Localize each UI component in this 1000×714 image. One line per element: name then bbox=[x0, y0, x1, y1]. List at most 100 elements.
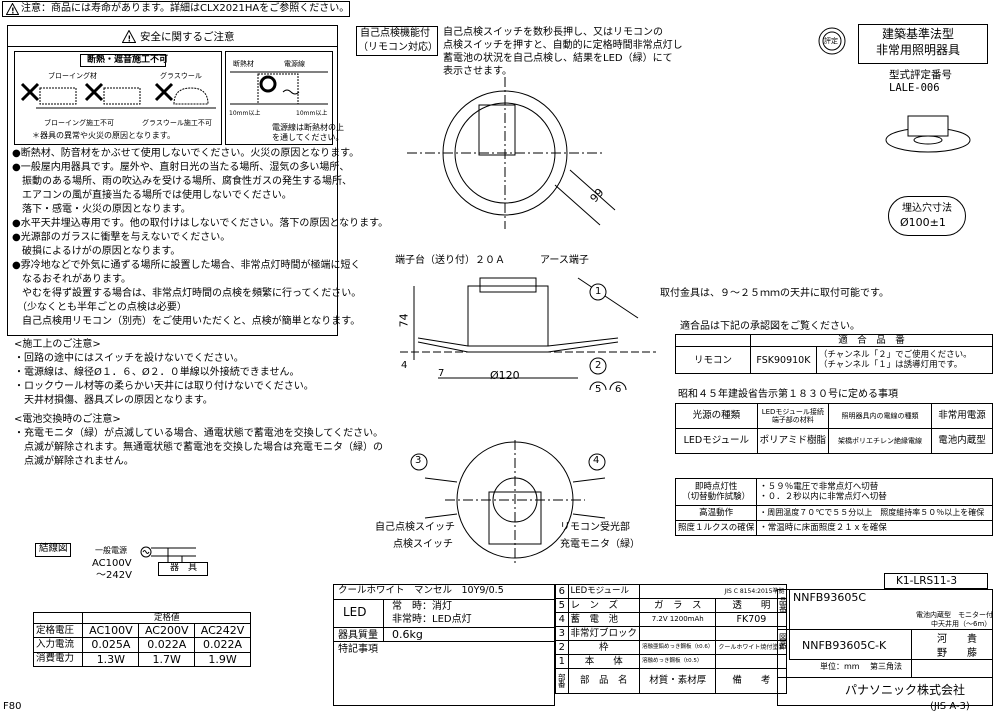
safety-item: 振動のある場所、雨の吹込みを受ける場所、腐食性ガスの発生する場所、 bbox=[12, 176, 352, 187]
self-check-desc-line: 表示させます。 bbox=[443, 66, 512, 77]
performance-value-line: ・０．２秒以内に非常点灯へ切替 bbox=[759, 492, 887, 502]
part-no: 4 bbox=[555, 612, 569, 627]
self-check-label-2: （リモコン対応） bbox=[358, 42, 438, 53]
callout-4: 4 bbox=[593, 455, 600, 466]
spec-block bbox=[333, 584, 555, 706]
ratings-cell: 1.9W bbox=[194, 651, 251, 667]
notice-table-cell: ポリアミド樹脂 bbox=[756, 428, 829, 454]
safety-item: なるおそれがあります。 bbox=[12, 274, 131, 285]
part-material: 溶融めっき鋼板（t0.5） bbox=[639, 654, 717, 669]
safety-item: ●光源部のガラスに衝撃を与えないでください。 bbox=[12, 232, 231, 243]
detail-cable-label: 電源線 bbox=[284, 60, 305, 68]
remote-table-note: （チャンネル「２」でご使用ください。 bbox=[818, 350, 972, 361]
notice-table-title: 昭和４５年建設省告示第１８３０号に定める事項 bbox=[678, 389, 898, 400]
sign-1: 河 貴 bbox=[937, 634, 977, 645]
rating-label: 型式評定番号 bbox=[889, 69, 952, 81]
detail-10mm-a: 10mm以上 bbox=[229, 110, 261, 117]
notice-table-header: 照明器具内の電線の種類 bbox=[827, 403, 933, 429]
performance-value: ・周囲温度７０℃で５５分以上 照度維持率５０％以上を確保 bbox=[756, 505, 993, 521]
cutout-box bbox=[888, 196, 966, 236]
safety-item: 自己点検用リモコン（別売）をご使用いただくと、点検が簡単となります。 bbox=[12, 316, 361, 327]
performance-value: ・５９％電圧で非常点灯へ切替・０．２秒以内に非常点灯へ切替 bbox=[756, 478, 993, 506]
part-name: 蓄 電 池 bbox=[567, 612, 641, 627]
battery-title: <電池交換時のご注意> bbox=[14, 414, 121, 425]
code-box bbox=[884, 573, 988, 589]
remote-table-name: リモコン bbox=[675, 346, 751, 375]
fixture-side-view bbox=[400, 277, 656, 390]
cutout-label: 埋込穴寸法 bbox=[902, 203, 952, 214]
wiring-supply: 一般電源 bbox=[95, 546, 127, 555]
company-name: パナソニック株式会社 bbox=[845, 683, 966, 697]
svg-text:!: ! bbox=[128, 35, 132, 44]
fixture-bottom-view bbox=[410, 440, 606, 566]
part-note: JIS C 8154:2015準拠 bbox=[639, 584, 788, 599]
detail-note-1: 電源線は断熱材の上 bbox=[272, 123, 344, 132]
callout-4-circle bbox=[588, 453, 606, 471]
detail-insulation-label: 断熱材 bbox=[233, 60, 254, 68]
part-name: レ ン ズ bbox=[567, 598, 641, 613]
sign-2: 野 藤 bbox=[937, 648, 977, 659]
notice-bar: ! 注意：商品には寿命があります。詳細はCLX2021HAをご参照ください。 bbox=[2, 1, 350, 17]
callout-5-circle bbox=[589, 381, 607, 390]
callout-6-circle bbox=[609, 381, 627, 390]
callout-1-circle bbox=[589, 283, 607, 301]
callout-5: 5 bbox=[595, 384, 602, 395]
warning-icon: ! bbox=[122, 30, 136, 43]
safety-item: 破損によるけがの原因となります。 bbox=[12, 246, 181, 257]
angle-label: 第三角法 bbox=[870, 662, 902, 671]
cable-detail-figure bbox=[225, 51, 333, 145]
spec-color: クールホワイト マンセル 10Y9/0.5 bbox=[338, 585, 504, 596]
ratings-cell: AC242V bbox=[194, 623, 251, 639]
spec-mass: 0.6kg bbox=[392, 628, 423, 641]
wiring-title-box bbox=[35, 543, 71, 557]
remote-table-model: FSK90910K bbox=[750, 346, 817, 375]
part-number-label: 品番 bbox=[779, 597, 787, 614]
code-box-text: K1-LRS11-3 bbox=[896, 575, 957, 587]
callout-1: 1 bbox=[595, 286, 602, 297]
part-no: 1 bbox=[555, 654, 569, 669]
fixture-label: 器 具 bbox=[170, 563, 198, 573]
safety-item: （少なくとも半年ごとの点検は必要） bbox=[12, 302, 187, 313]
callout-3: 3 bbox=[415, 455, 422, 466]
notice-table-header: 非常用電源 bbox=[931, 403, 993, 429]
wiring-volt2: ～242V bbox=[96, 570, 132, 581]
construction-title: <施工上のご注意> bbox=[14, 339, 101, 350]
part-material: ガ ラ ス bbox=[639, 598, 717, 613]
safety-box bbox=[7, 25, 338, 336]
drawing-number: NNFB93605C-K bbox=[802, 639, 887, 652]
safety-item: ●水平天井埋込専用です。他の取付けはしないでください。落下の原因となります。 bbox=[12, 218, 389, 229]
part-name: 非常灯ブロック bbox=[567, 626, 641, 641]
parts-col-material: 材質・素材厚 bbox=[639, 668, 717, 694]
part-no: 6 bbox=[555, 584, 569, 599]
safety-item: 落下・感電・火災の原因となります。 bbox=[12, 204, 191, 215]
notice-table-header: LEDモジュール接続端子部の材料 bbox=[756, 403, 829, 429]
part-material: 溶融亜鉛めっき鋼板（t0.6） bbox=[639, 640, 717, 655]
parts-col-name: 部 品 名 bbox=[567, 668, 641, 694]
detail-note-2: を通してください。 bbox=[272, 133, 344, 142]
remote-receiver-label: リモコン受光部 bbox=[560, 522, 630, 533]
ratings-cell: 1.7W bbox=[138, 651, 196, 667]
self-check-label-1: 自己点検機能付 bbox=[360, 28, 430, 39]
self-switch-label: 自己点検スイッチ bbox=[375, 522, 455, 533]
construction-item: ・回路の途中にはスイッチを設けないでください。 bbox=[14, 353, 244, 364]
self-check-label-box bbox=[356, 26, 438, 56]
parts-col-no: 部番 bbox=[555, 668, 569, 694]
glasswool-ng-label: グラスウール施工不可 bbox=[142, 119, 212, 127]
performance-key: 即時点灯性（切替動作試験） bbox=[674, 478, 758, 506]
cable-detail-drawing bbox=[230, 71, 328, 105]
spec-mass-label: 器具質量 bbox=[338, 630, 378, 641]
ratings-label: 定格電圧 bbox=[32, 623, 84, 639]
spec-emergency: 非常時：LED点灯 bbox=[392, 614, 472, 625]
cause-note: ＊器具の異常や火災の原因となります。 bbox=[32, 131, 175, 140]
cutout-value: Ø100±1 bbox=[900, 216, 946, 229]
insulation-drawing bbox=[20, 82, 216, 109]
self-check-desc-line: 自己点検スイッチを数秒長押し、又はリモコンの bbox=[443, 27, 663, 38]
part-material: 7.2V 1200mAh bbox=[639, 612, 717, 627]
wiring-diagram bbox=[140, 546, 196, 562]
spec-led: LED bbox=[343, 605, 367, 619]
glasswool-label: グラスウール bbox=[160, 72, 202, 80]
part-no: 2 bbox=[555, 640, 569, 655]
blowing-label: ブローイング材 bbox=[48, 72, 97, 80]
earth-label: アース端子 bbox=[540, 255, 589, 266]
dim-7-label: 7 bbox=[438, 368, 445, 379]
